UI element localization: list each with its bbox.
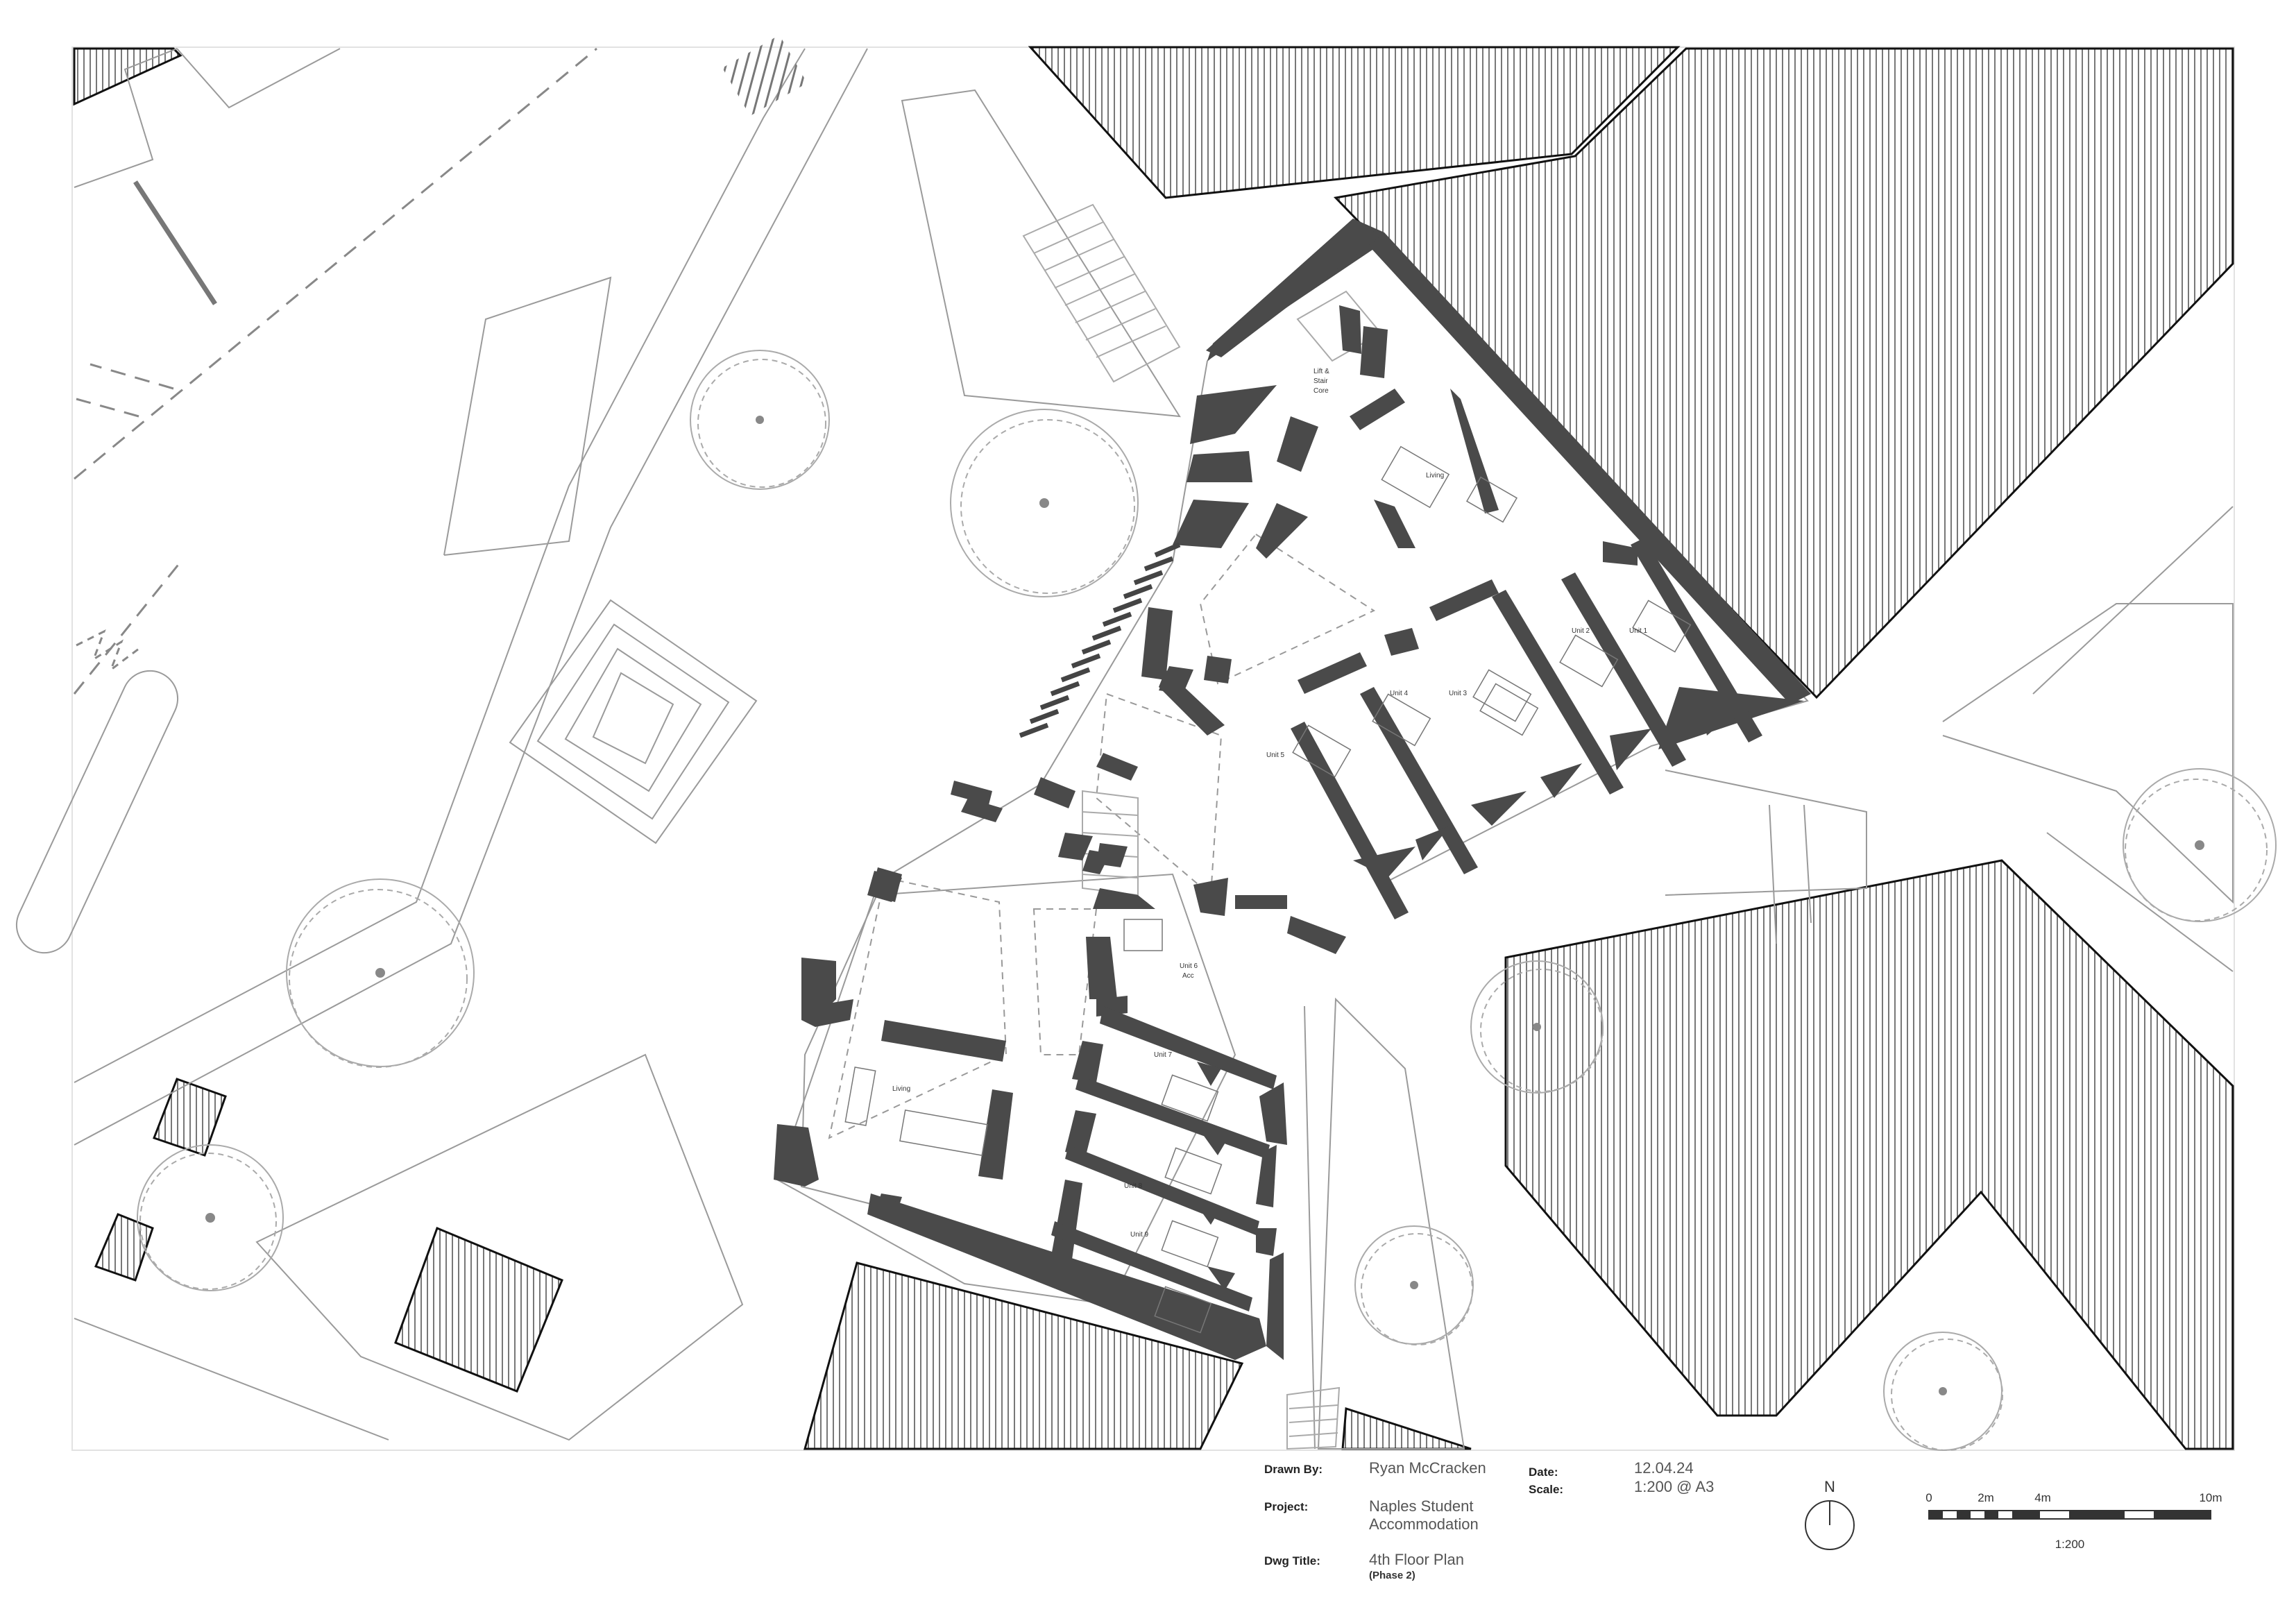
scale-bar: 0 2m 4m 10m 1:200 (1925, 1491, 2222, 1551)
wall-south (867, 1193, 1266, 1360)
wall-living-lower (801, 958, 836, 1027)
parking-bar (133, 180, 217, 305)
wall-upper-east-tip (1658, 687, 1804, 749)
room-label-unit-9: Unit 9 (1130, 1231, 1149, 1239)
walls (774, 219, 1811, 1360)
block-south-west (255, 1053, 744, 1441)
room-label-unit-8: Unit 8 (1124, 1182, 1143, 1190)
square-planter-outer (509, 599, 758, 844)
room-label-unit-6-acc: Acc (1182, 972, 1194, 980)
furniture (844, 445, 1692, 1334)
building-block-sw (394, 1227, 563, 1393)
room-label-unit-7: Unit 7 (1154, 1051, 1173, 1059)
room-label-core-2: Stair (1313, 377, 1328, 385)
tree-4 (137, 1144, 284, 1291)
scale-tick-2m: 2m (1978, 1491, 1994, 1504)
scale-tick-10m: 10m (2199, 1491, 2222, 1504)
wall-north-east (1207, 219, 1811, 704)
tree-3 (286, 878, 475, 1068)
date-label: Date: (1529, 1465, 1558, 1479)
neighbouring-buildings (73, 46, 2234, 1450)
room-label-core-1: Lift & (1313, 368, 1329, 375)
scale-label: Scale: (1529, 1483, 1564, 1496)
room-label-core-3: Core (1313, 387, 1329, 395)
plaza-triangle (901, 89, 1181, 418)
date-value: 12.04.24 (1634, 1459, 1694, 1477)
lightwell-2 (1032, 908, 1098, 1055)
pedestrian-crossing (722, 35, 808, 117)
scale-value: 1:200 @ A3 (1634, 1478, 1715, 1495)
zigzag-marking (76, 629, 139, 673)
project-value-line2: Accommodation (1369, 1515, 1479, 1533)
site-context (15, 48, 2234, 1450)
room-label-living-lower: Living (892, 1085, 910, 1093)
road-edge (74, 48, 178, 188)
drawn-by-value: Ryan McCracken (1369, 1459, 1486, 1477)
room-label-unit-3: Unit 3 (1449, 690, 1468, 697)
room-labels: Lift & Stair Core Living Unit 1 Unit 2 U… (892, 368, 1648, 1239)
atrium-upper (1199, 533, 1376, 685)
tree-5 (1470, 960, 1604, 1094)
tree-2 (950, 409, 1139, 597)
project-label: Project: (1264, 1500, 1309, 1513)
long-bench (15, 670, 179, 954)
room-label-unit-2: Unit 2 (1572, 627, 1590, 635)
room-label-unit-1: Unit 1 (1629, 627, 1648, 635)
scale-tick-0: 0 (1925, 1491, 1932, 1504)
building-southeast (1504, 859, 2234, 1450)
drawn-by-label: Drawn By: (1264, 1463, 1323, 1476)
scale-bar-caption: 1:200 (2055, 1538, 2085, 1551)
north-arrow-icon: N (1805, 1478, 1855, 1550)
project-value-line1: Naples Student (1369, 1497, 1474, 1515)
dwg-phase-value: (Phase 2) (1369, 1570, 1415, 1581)
south-stair (1286, 1386, 1341, 1450)
scale-tick-4m: 4m (2034, 1491, 2051, 1504)
road-markings (73, 47, 597, 695)
building-east (1333, 47, 2234, 699)
kiosk-1 (153, 1078, 227, 1157)
trees (137, 350, 2277, 1451)
room-label-unit-5: Unit 5 (1266, 751, 1285, 759)
building-south (803, 1261, 1244, 1450)
room-label-unit-4: Unit 4 (1390, 690, 1409, 697)
external-stair (1022, 203, 1181, 383)
wall-spine (1141, 607, 1173, 680)
dwg-title-label: Dwg Title: (1264, 1554, 1320, 1567)
tree-1 (690, 350, 830, 490)
dwg-title-value: 4th Floor Plan (1369, 1551, 1464, 1568)
room-label-living-upper: Living (1426, 472, 1444, 479)
tree-7 (1354, 1225, 1474, 1345)
walkway-columns (1019, 542, 1181, 738)
lightwell (828, 876, 1007, 1139)
building-top-right (1028, 46, 1681, 199)
building-south-small (1341, 1407, 1472, 1450)
north-arrow-label: N (1824, 1478, 1835, 1495)
room-label-unit-6: Unit 6 (1180, 962, 1198, 970)
pedestrian-path (74, 48, 806, 1083)
tree-8 (1883, 1332, 2003, 1451)
tree-6 (2123, 768, 2277, 922)
